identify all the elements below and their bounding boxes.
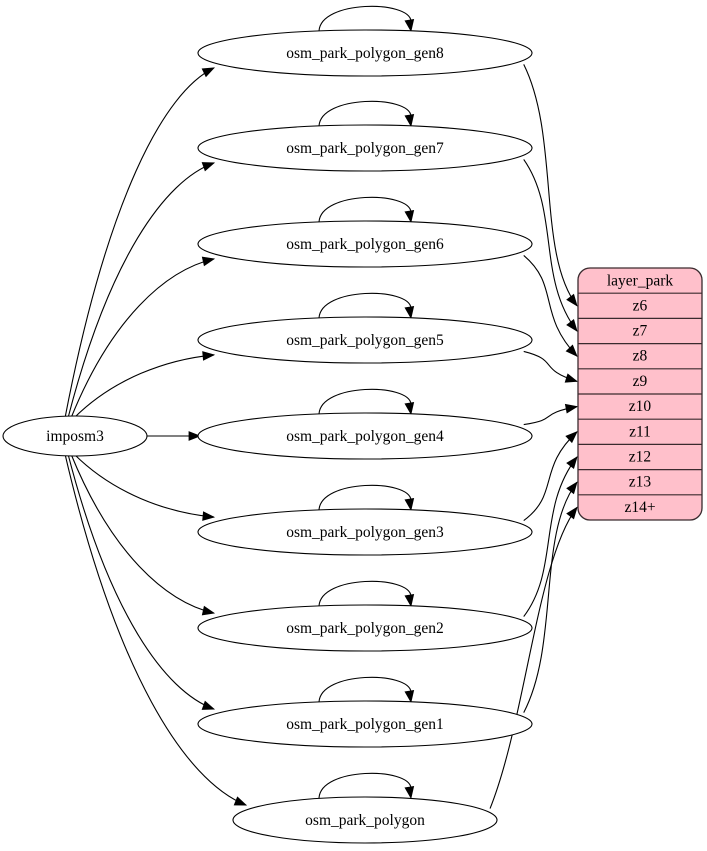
self-loop-edge — [318, 772, 412, 799]
node-label: imposm3 — [46, 428, 104, 445]
node-ellipse[interactable] — [232, 796, 498, 844]
node-osm_park_polygon_gen7[interactable]: osm_park_polygon_gen7 — [197, 124, 533, 172]
node-label: osm_park_polygon_gen5 — [286, 332, 444, 349]
node-osm_park_polygon_gen4[interactable]: osm_park_polygon_gen4 — [197, 412, 533, 460]
self-loop-arrowhead — [404, 594, 415, 608]
node-ellipse[interactable] — [197, 220, 533, 268]
self-loop-arrowhead — [404, 498, 415, 512]
table-row-z11[interactable]: z11 — [629, 423, 651, 440]
self-loop-arrowhead — [404, 402, 415, 416]
node-ellipse[interactable] — [197, 412, 533, 460]
node-label: osm_park_polygon_gen1 — [286, 716, 444, 733]
self-loop-arrowhead — [404, 210, 415, 224]
edge-arrowhead — [202, 351, 216, 361]
self-loop-arrowhead — [404, 786, 415, 800]
edge-osm_park_polygon_gen3-to-z11 — [523, 431, 578, 522]
node-ellipse[interactable] — [197, 316, 533, 364]
node-ellipse[interactable] — [197, 604, 533, 652]
nodes-layer: osm_park_polygon_gen8 osm_park_polygon_ge… — [2, 29, 533, 844]
edge-arrowhead — [201, 605, 216, 616]
edge-osm_park_polygon_gen6-to-z8 — [523, 255, 578, 357]
table-row-z6[interactable]: z6 — [633, 297, 648, 314]
node-osm_park_polygon_gen6[interactable]: osm_park_polygon_gen6 — [197, 220, 533, 268]
node-label: osm_park_polygon — [305, 812, 425, 829]
node-osm_park_polygon_gen8[interactable]: osm_park_polygon_gen8 — [197, 29, 533, 77]
table-row-z14+[interactable]: z14+ — [624, 499, 655, 516]
edge-arrowhead — [201, 67, 215, 78]
edge-imposm3-to-osm_park_polygon_gen7 — [67, 162, 215, 419]
self-loop-edge — [318, 484, 412, 511]
self-loop-arrowhead — [404, 19, 415, 33]
edge-arrowhead — [201, 256, 216, 267]
edge-osm_park_polygon-to-z14+ — [489, 507, 578, 809]
node-label: osm_park_polygon_gen7 — [286, 140, 444, 157]
edge-arrowhead — [201, 700, 216, 710]
edge-imposm3-to-osm_park_polygon_gen5 — [73, 354, 215, 419]
edge-arrowhead — [564, 373, 579, 383]
edge-imposm3-to-osm_park_polygon_gen2 — [70, 453, 215, 614]
self-loop-edge — [318, 5, 412, 32]
self-loop-edge — [318, 676, 412, 703]
edge-arrowhead — [565, 431, 578, 444]
edge-arrowhead — [233, 796, 248, 806]
edge-imposm3-to-osm_park_polygon_gen8 — [64, 67, 215, 419]
node-label: osm_park_polygon_gen6 — [286, 236, 444, 253]
node-osm_park_polygon[interactable]: osm_park_polygon — [232, 796, 498, 844]
table-row-z10[interactable]: z10 — [629, 398, 652, 415]
edge-osm_park_polygon_gen7-to-z7 — [523, 159, 578, 332]
edge-imposm3-to-osm_park_polygon — [64, 453, 247, 806]
self-loop-edge — [318, 100, 412, 127]
node-ellipse[interactable] — [197, 29, 533, 77]
edge-arrowhead — [188, 431, 202, 441]
node-label: osm_park_polygon_gen3 — [286, 524, 444, 541]
node-label: osm_park_polygon_gen2 — [286, 620, 444, 637]
edges-layer — [64, 5, 579, 809]
edge-arrowhead — [566, 506, 578, 520]
edge-arrowhead — [566, 318, 578, 332]
self-loop-edge — [318, 580, 412, 607]
table-row-z8[interactable]: z8 — [633, 348, 648, 365]
edge-arrowhead — [566, 456, 578, 470]
node-ellipse[interactable] — [197, 124, 533, 172]
self-loop-arrowhead — [404, 690, 415, 704]
table-header-label: layer_park — [607, 273, 674, 290]
node-osm_park_polygon_gen2[interactable]: osm_park_polygon_gen2 — [197, 604, 533, 652]
edge-osm_park_polygon_gen2-to-z12 — [523, 456, 578, 617]
layer-park-table[interactable]: layer_park z6 z7 z8 z9 z10 z11 z12 z13 z14+ — [577, 267, 703, 521]
node-ellipse[interactable] — [197, 508, 533, 556]
edge-imposm3-to-osm_park_polygon_gen3 — [73, 453, 215, 518]
edge-arrowhead — [202, 511, 216, 521]
edge-osm_park_polygon_gen8-to-z6 — [523, 64, 578, 307]
edge-imposm3-to-osm_park_polygon_gen6 — [70, 258, 215, 419]
node-label: osm_park_polygon_gen8 — [286, 45, 444, 62]
node-imposm3[interactable]: imposm3 — [2, 415, 148, 457]
node-ellipse[interactable] — [197, 700, 533, 748]
self-loop-edge — [318, 292, 412, 319]
node-ellipse[interactable] — [2, 415, 148, 457]
node-osm_park_polygon_gen3[interactable]: osm_park_polygon_gen3 — [197, 508, 533, 556]
edge-arrowhead — [566, 293, 578, 307]
edge-arrowhead — [566, 481, 578, 495]
edge-arrowhead — [564, 403, 579, 414]
edge-osm_park_polygon_gen1-to-z13 — [523, 481, 578, 713]
self-loop-arrowhead — [404, 306, 415, 320]
node-osm_park_polygon_gen5[interactable]: osm_park_polygon_gen5 — [197, 316, 533, 364]
edge-arrowhead — [565, 344, 578, 357]
table-row-z13[interactable]: z13 — [629, 474, 652, 491]
self-loop-edge — [318, 388, 412, 415]
edge-arrowhead — [201, 162, 216, 172]
node-label: osm_park_polygon_gen4 — [286, 428, 444, 445]
self-loop-arrowhead — [404, 114, 415, 128]
table-row-z9[interactable]: z9 — [633, 373, 648, 390]
table-row-z12[interactable]: z12 — [629, 449, 651, 466]
edge-imposm3-to-osm_park_polygon_gen1 — [67, 453, 215, 710]
table-row-z7[interactable]: z7 — [633, 323, 648, 340]
node-osm_park_polygon_gen1[interactable]: osm_park_polygon_gen1 — [197, 700, 533, 748]
self-loop-edge — [318, 196, 412, 223]
